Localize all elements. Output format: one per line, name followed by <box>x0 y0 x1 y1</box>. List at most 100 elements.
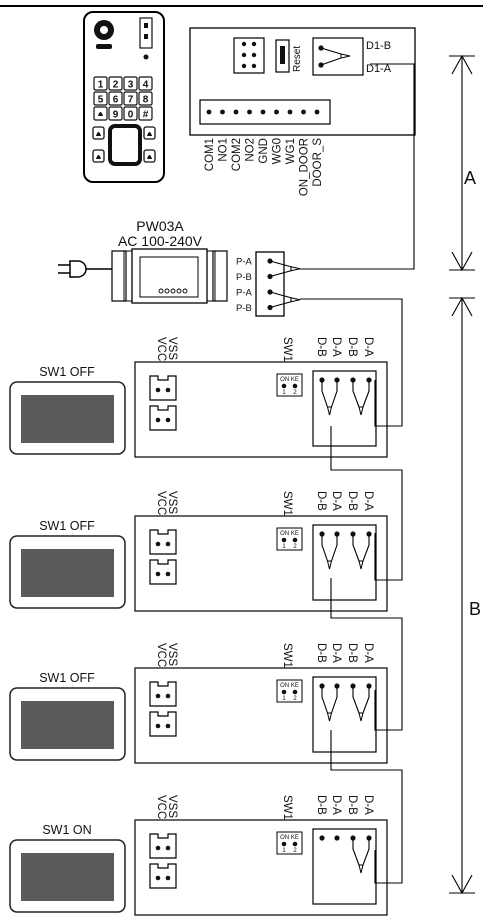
monitor-screen <box>21 853 114 901</box>
reset-label: Reset <box>292 46 303 72</box>
status-led-icon <box>143 54 149 60</box>
key-frame <box>123 106 138 121</box>
dip-switch-number: 2 <box>293 544 297 550</box>
pin <box>251 63 257 69</box>
dip-switch-toggle[interactable] <box>281 841 287 847</box>
wire-monitor-1-to-2 <box>330 426 403 581</box>
twisted-pair <box>320 47 342 66</box>
bus-terminal-label: D-A <box>330 643 342 663</box>
dip-switch-number: 1 <box>282 544 286 550</box>
io-terminal-label: ON_DOOR <box>299 138 311 196</box>
dip-switch-number: 2 <box>293 390 297 396</box>
twisted-pair <box>321 686 338 714</box>
dip-switch[interactable] <box>276 373 303 397</box>
io-terminal-label: DOOR_S <box>312 138 324 187</box>
monitor-board-outline <box>134 819 388 916</box>
dip-switch-toggle[interactable] <box>281 537 287 543</box>
dip-switch[interactable] <box>276 831 303 855</box>
twisted-pair <box>352 686 370 714</box>
dip-switch-text: ON KE <box>280 377 299 383</box>
key-frame <box>93 76 108 91</box>
power-connector <box>149 559 177 585</box>
bottom-buttons <box>92 124 156 166</box>
keypad-key[interactable]: 7 <box>123 91 138 106</box>
keypad-key[interactable]: 3 <box>123 76 138 91</box>
keypad-key[interactable]: 5 <box>93 91 108 106</box>
keypad-key[interactable] <box>93 106 108 121</box>
connector-pin <box>165 387 171 393</box>
sw1-label: SW1 <box>281 337 293 362</box>
key-frame <box>123 91 138 106</box>
twisted-pair <box>321 380 338 408</box>
wire-psu-to-monitor-1 <box>300 298 403 427</box>
keypad-key[interactable]: 4 <box>138 76 153 91</box>
keypad-key[interactable]: 2 <box>108 76 123 91</box>
twisted-pair-junction <box>326 406 333 416</box>
plug-icon <box>69 260 87 278</box>
connector-pin <box>155 845 161 851</box>
io-terminal-pins <box>206 109 320 115</box>
vcc-label: VCC <box>155 795 167 819</box>
bus-wiring <box>300 63 415 884</box>
pin <box>182 288 188 294</box>
dip-switch[interactable] <box>276 679 303 703</box>
io-terminal-pin <box>314 109 320 115</box>
keypad-key[interactable]: # <box>138 106 153 121</box>
dimension-b-label: B <box>469 599 481 619</box>
psu-output-label: P-A <box>236 257 253 268</box>
key-frame <box>108 106 123 121</box>
monitor-switch-label: SW1 OFF <box>39 519 95 533</box>
dip-switch-toggle[interactable] <box>281 689 287 695</box>
sw1-label: SW1 <box>281 491 293 516</box>
keypad-key[interactable]: 8 <box>138 91 153 106</box>
connector-pin <box>165 571 171 577</box>
keypad-key[interactable]: 0 <box>123 106 138 121</box>
wire-monitor-3-to-4 <box>330 730 403 884</box>
bus-terminal-block <box>312 37 364 76</box>
dip-switch-toggle[interactable] <box>292 689 298 695</box>
dip-switch[interactable] <box>276 527 303 551</box>
key-icon <box>96 155 101 159</box>
psu-twisted-pairs <box>269 260 301 309</box>
dip-switch-number: 1 <box>282 848 286 854</box>
bell-button[interactable] <box>143 126 156 140</box>
dip-switch-number: 2 <box>293 696 297 702</box>
connector-pin <box>165 541 171 547</box>
bus-terminal-label: D-A <box>362 643 374 663</box>
bus-terminal-block <box>312 676 377 753</box>
power-connector <box>149 833 177 859</box>
card-reader-led <box>144 34 148 39</box>
twisted-pair-junction <box>358 864 364 874</box>
sw1-label: SW1 <box>281 643 293 668</box>
keypad-key[interactable]: 9 <box>108 106 123 121</box>
bell-button[interactable] <box>92 126 105 140</box>
monitor-switch-label: SW1 OFF <box>39 671 95 685</box>
reset-button[interactable] <box>275 39 290 73</box>
key-button[interactable] <box>143 149 156 163</box>
dip-switch-toggle[interactable] <box>281 383 287 389</box>
keypad-key[interactable]: 6 <box>108 91 123 106</box>
pin <box>251 52 257 58</box>
io-terminal-pin <box>233 109 239 115</box>
psu-left-clip <box>123 250 133 302</box>
key-icon <box>147 155 152 159</box>
bus-terminal-pin <box>334 835 340 841</box>
connector-pin <box>155 571 161 577</box>
dip-switch-toggle[interactable] <box>292 841 298 847</box>
dip-switch-toggle[interactable] <box>292 383 298 389</box>
dimension-a-arrow <box>449 54 475 272</box>
keypad-key-label: 1 <box>98 80 104 91</box>
keypad-key[interactable]: 1 <box>93 76 108 91</box>
d1b-label: D1-B <box>366 40 391 52</box>
bus-terminal-block <box>312 524 377 601</box>
dip-switch-toggle[interactable] <box>292 537 298 543</box>
key-button[interactable] <box>92 149 105 163</box>
connector-pin <box>155 387 161 393</box>
key-frame <box>138 106 153 121</box>
